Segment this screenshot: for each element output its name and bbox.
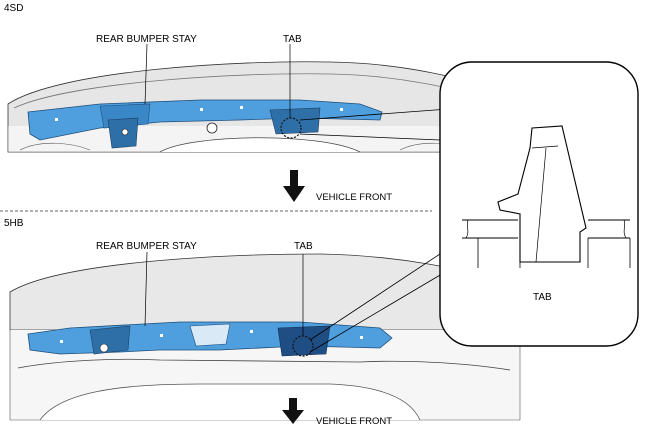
car-body-5hb	[9, 253, 521, 421]
rear-bumper-stay-4sd	[27, 99, 383, 149]
part-label-4sd: REAR BUMPER STAY	[96, 34, 197, 45]
panel-5hb: 5HB REAR BUMPER STAY TAB VEHICLE	[4, 218, 521, 427]
direction-label-5hb: VEHICLE FRONT	[316, 416, 392, 427]
tab-detail-drawing	[462, 125, 631, 268]
variant-label-5hb: 5HB	[4, 218, 24, 229]
tab-detail-callout: TAB	[299, 61, 639, 353]
rear-bumper-stay-5hb	[27, 321, 393, 357]
variant-label-4sd: 4SD	[4, 3, 23, 14]
direction-label-4sd: VEHICLE FRONT	[316, 192, 392, 203]
down-arrow-icon	[283, 170, 305, 202]
tab-label-5hb: TAB	[294, 241, 313, 252]
down-arrow-icon	[282, 398, 304, 424]
detail-tab-label: TAB	[533, 292, 552, 303]
tab-marker-4sd	[280, 117, 302, 139]
tab-label-4sd: TAB	[283, 34, 302, 45]
panel-4sd: 4SD REAR BUMPER STAY	[4, 3, 509, 203]
part-label-5hb: REAR BUMPER STAY	[96, 241, 197, 252]
